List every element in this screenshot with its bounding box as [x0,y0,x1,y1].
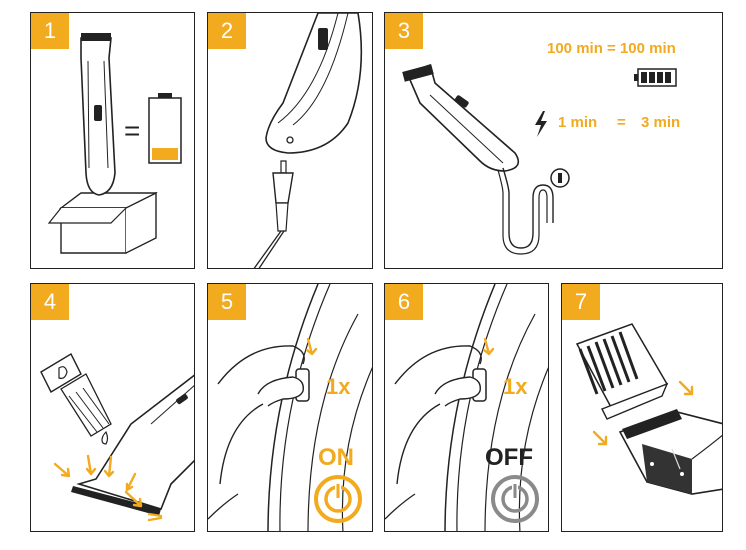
clipper-in-box-illustration [47,33,182,254]
equals-sign: = [124,115,141,146]
quick-charge-right: 3 min [641,114,681,131]
step-panel-3: 3 100 min = 100 min 1 min = 3 min [384,12,723,269]
step-panel-4: 4 [30,283,195,532]
step-panel-7: 7 [561,283,723,532]
power-on-illustration [208,284,372,531]
step-number: 4 [31,284,69,320]
power-state: ON [318,444,354,471]
quick-charge-equals: = [617,114,626,131]
lightning-icon [535,111,547,137]
step-number: 2 [208,13,246,49]
charging-plug-illustration [253,13,363,268]
step-panel-5: 5 1x ON [207,283,373,532]
cleaning-oiling-illustration [40,353,194,522]
power-off-illustration [385,284,548,531]
full-charge-text: 100 min = 100 min [547,40,676,57]
step-panel-6: 6 1x OFF [384,283,549,532]
step-number: 1 [31,13,69,49]
step-number: 7 [562,284,600,320]
press-count: 1x [503,374,528,399]
step-number: 3 [385,13,423,49]
step-number: 6 [385,284,423,320]
quick-charge-left: 1 min [558,114,598,131]
charging-illustration [402,63,677,255]
step-panel-2: 2 [207,12,373,269]
step-number: 5 [208,284,246,320]
press-count: 1x [326,374,351,399]
power-state: OFF [485,444,533,471]
attach-comb-illustration [575,323,722,495]
step-panel-1: 1 = [30,12,195,269]
